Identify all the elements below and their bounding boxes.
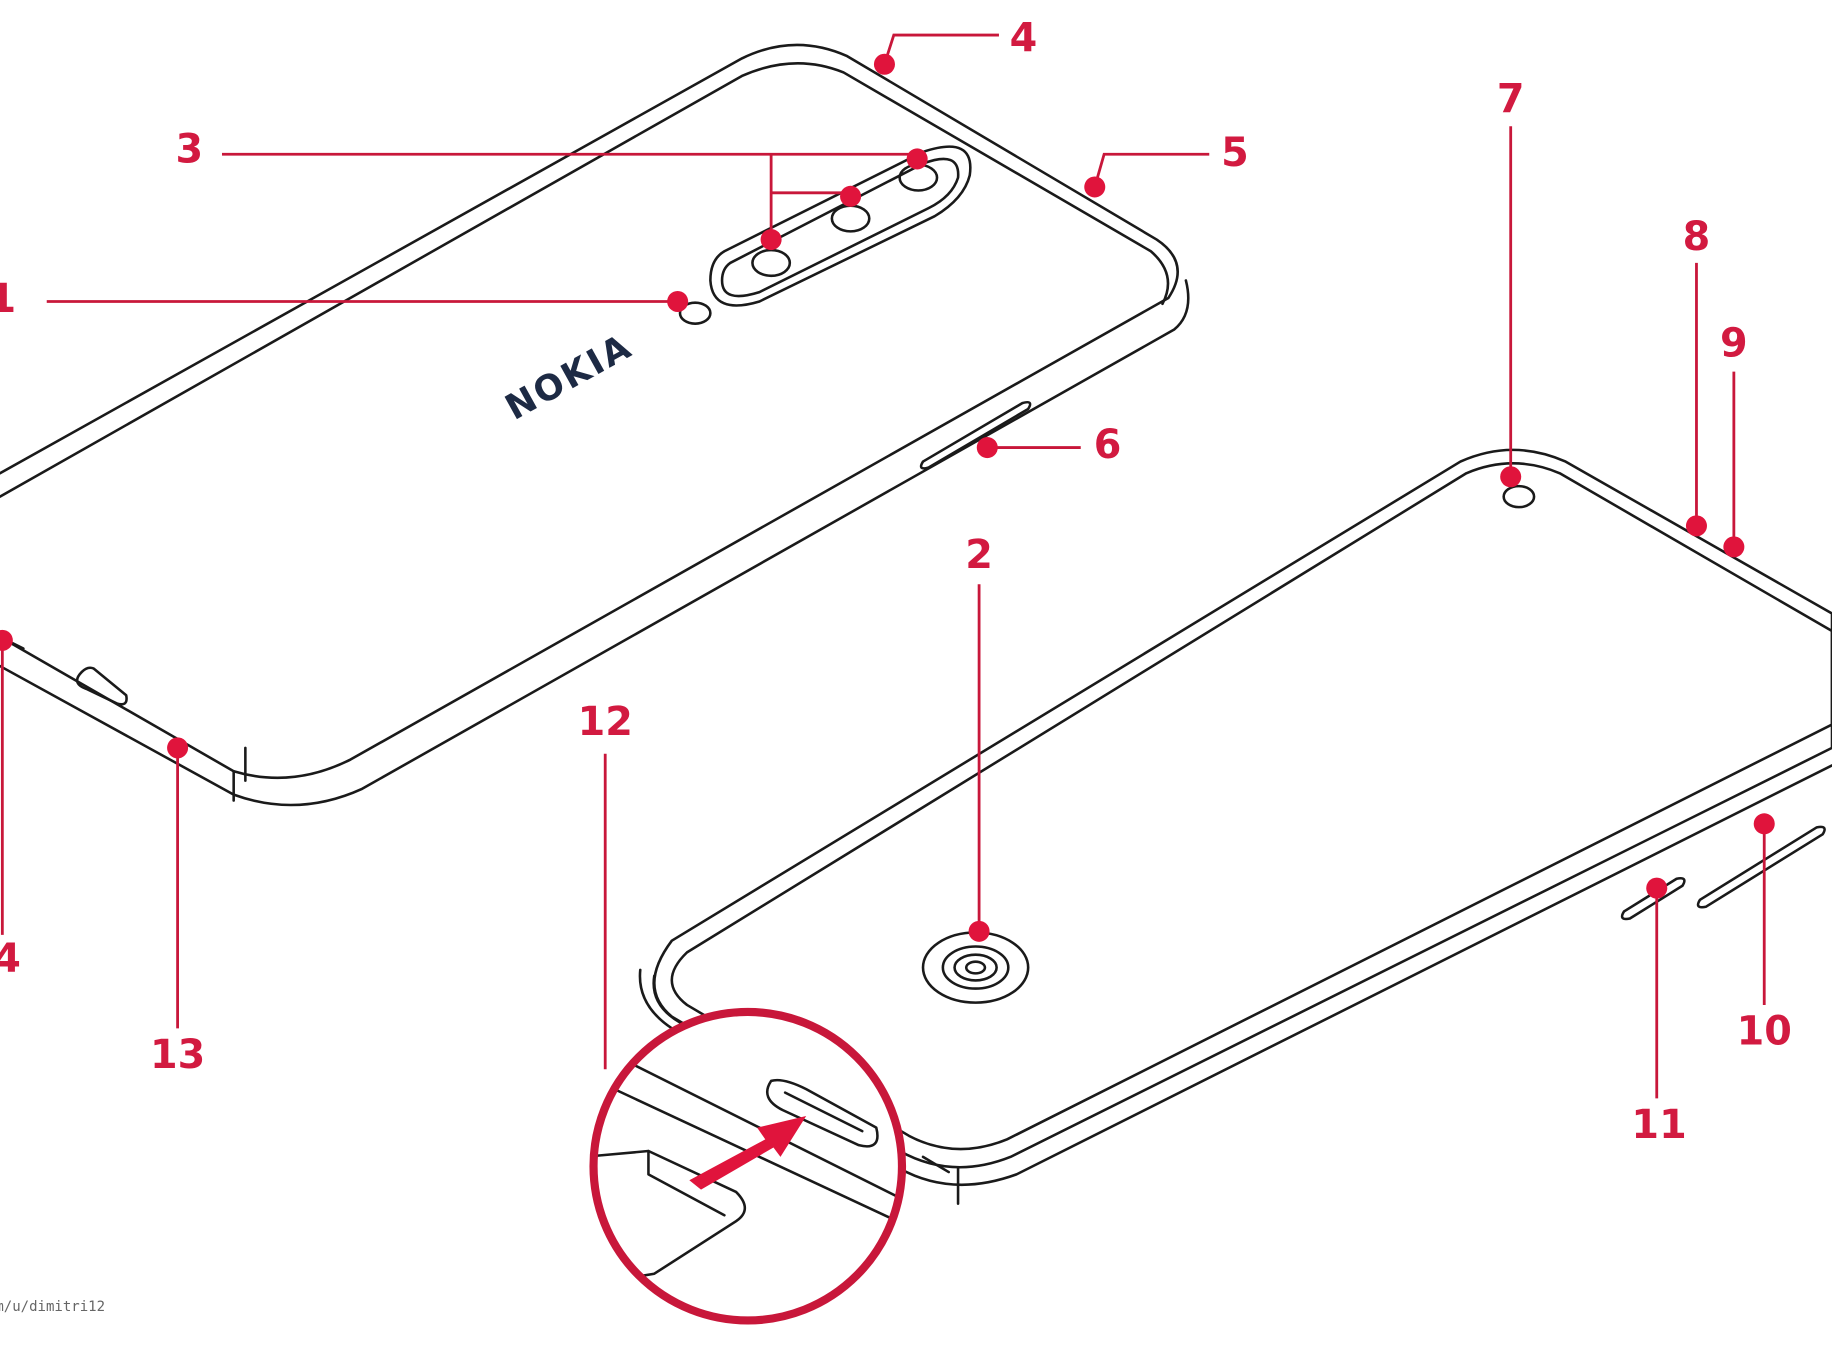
callout-6: 6 [976,422,1122,468]
svg-text:4: 4 [1010,15,1038,61]
brand-logo: NOKIA [499,326,640,429]
svg-text:3: 3 [175,126,203,172]
fingerprint-sensor [921,931,1030,1004]
usb-port-back [75,666,128,706]
svg-text:9: 9 [1720,320,1748,366]
sim-tray [919,400,1032,470]
insert-arrow-icon [689,1115,807,1190]
usb-port-icon [766,1078,879,1148]
svg-text:13: 13 [150,1032,205,1078]
svg-text:8: 8 [1683,214,1711,260]
callout-2: 2 [965,532,993,942]
callout-4-bottom: 4 [0,629,21,982]
callout-13: 13 [150,737,205,1078]
callout-1: 1 [0,276,689,322]
callout-8: 8 [1683,214,1711,537]
rear-camera-module [709,145,972,307]
svg-text:12: 12 [578,699,633,745]
camera-lens-icon [830,204,871,233]
callout-3: 3 [175,126,928,251]
camera-lens-icon [751,248,792,278]
callout-10: 10 [1737,813,1792,1055]
svg-text:7: 7 [1497,76,1525,122]
front-camera-icon [1502,484,1536,509]
svg-text:4: 4 [0,936,21,982]
callout-12: 12 [578,699,633,1070]
callout-9: 9 [1720,320,1748,558]
power-key [1620,877,1686,921]
watermark: m/u/dimitri12 [0,1299,105,1315]
svg-text:10: 10 [1737,1009,1792,1055]
volume-keys [1696,825,1826,909]
svg-text:6: 6 [1094,422,1122,468]
svg-text:11: 11 [1631,1102,1686,1148]
callouts: 1 2 3 4 4 5 6 7 8 9 10 11 12 13 [0,15,1792,1148]
svg-text:1: 1 [0,276,16,322]
flash-icon [678,301,712,325]
svg-text:5: 5 [1221,130,1249,176]
callout-7: 7 [1497,76,1525,488]
callout-11: 11 [1631,877,1687,1148]
usb-magnifier-inset [589,1007,907,1325]
callout-5: 5 [1084,130,1249,198]
callout-4-top: 4 [873,15,1038,75]
svg-text:2: 2 [965,532,993,578]
